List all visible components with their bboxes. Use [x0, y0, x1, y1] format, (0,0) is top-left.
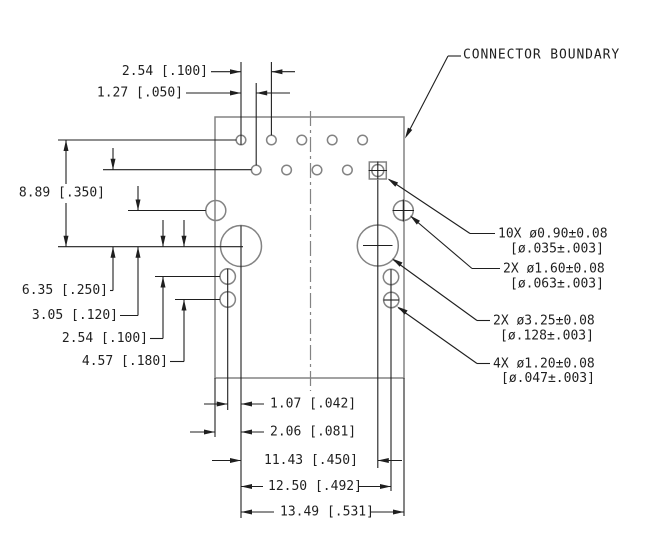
dim-row1-to-post: 8.89 [.350]	[19, 140, 105, 247]
arrowhead	[241, 429, 252, 435]
arrowhead	[110, 158, 116, 170]
leader-line	[388, 179, 471, 234]
callout-connector-boundary: CONNECTOR BOUNDARY	[405, 48, 620, 139]
dim-row-offset: 1.27 [.050]	[97, 86, 290, 101]
dim-edge-to-post: 2.06 [.081]	[190, 425, 356, 440]
dim-label-pin-pitch: 2.54 [.100]	[122, 64, 208, 79]
dim-pin-pitch: 2.54 [.100]	[122, 64, 295, 79]
pin-hole	[265, 134, 277, 146]
arrowhead	[380, 484, 391, 489]
arrowhead	[63, 140, 69, 151]
pin-hole	[311, 164, 323, 176]
connector-boundary-label: CONNECTOR BOUNDARY	[463, 48, 620, 63]
dim-label-row-offset: 1.27 [.050]	[97, 86, 183, 101]
arrowhead	[181, 235, 187, 247]
arrowhead	[216, 401, 228, 407]
dim-post-spacing: 11.43 [.450]	[212, 453, 402, 468]
center-marks	[363, 161, 414, 301]
post-holes-label-line2: [ø.128±.003]	[500, 329, 594, 344]
pin-holes-label-line1: 10X ø0.90±0.08	[498, 227, 608, 242]
dim-label-edge-to-post: 2.06 [.081]	[270, 425, 356, 440]
connector-geometry	[205, 111, 415, 391]
callout-pin-holes: 10X ø0.90±0.08 [ø.035±.003]	[387, 178, 608, 257]
arrowhead	[397, 306, 408, 315]
arrowhead	[271, 69, 283, 75]
leader-line	[406, 55, 449, 136]
dim-label-row1-to-post: 8.89 [.350]	[19, 186, 105, 201]
callout-shield-holes: 2X ø1.60±0.08 [ø.063±.003]	[410, 215, 605, 292]
post-holes-label-line1: 2X ø3.25±0.08	[493, 314, 595, 329]
arrowhead	[410, 215, 420, 225]
dim-label-post-to-right-edge: 13.49 [.531]	[280, 505, 374, 520]
leader-line	[398, 307, 478, 364]
led-holes-label-line1: 4X ø1.20±0.08	[493, 357, 595, 372]
shield-holes-label-line1: 2X ø1.60±0.08	[503, 262, 605, 277]
arrowhead	[160, 276, 166, 288]
dim-label-post-to-led-upper: 2.54 [.100]	[62, 331, 148, 346]
dim-label-post-to-led-lower: 4.57 [.180]	[82, 354, 168, 369]
arrowhead	[241, 401, 252, 407]
dim-led-col-to-post: 1.07 [.042]	[204, 397, 356, 412]
extension-lines	[58, 62, 405, 518]
dim-post-to-right-led-col: 12.50 [.492]	[241, 479, 391, 494]
arrowhead	[230, 458, 241, 463]
arrowhead	[181, 299, 187, 311]
led-holes-label-line2: [ø.047±.003]	[501, 371, 595, 386]
pin-holes-label-line2: [ø.035±.003]	[510, 242, 604, 257]
pin-hole	[326, 134, 338, 146]
leader-line	[393, 259, 478, 321]
arrowhead	[393, 509, 404, 515]
arrowhead	[405, 127, 413, 139]
leader-line	[411, 216, 473, 269]
dim-post-to-led-lower: 4.57 [.180]	[82, 220, 187, 369]
connector-boundary-outline	[214, 116, 405, 379]
arrowhead	[230, 90, 241, 96]
callout-led-holes: 4X ø1.20±0.08 [ø.047±.003]	[397, 306, 595, 386]
dim-post-to-led-upper: 2.54 [.100]	[62, 220, 166, 346]
arrowhead	[241, 484, 252, 489]
pin-hole	[296, 134, 308, 146]
arrowhead	[256, 90, 268, 96]
arrowhead	[387, 178, 399, 187]
arrowhead	[230, 69, 241, 75]
arrowhead	[63, 235, 69, 247]
pin-hole	[250, 164, 262, 176]
arrowhead	[110, 246, 116, 258]
pin-hole	[357, 134, 369, 146]
dim-shield-to-post: 3.05 [.120]	[32, 186, 141, 323]
arrowhead	[392, 258, 403, 267]
arrowhead	[135, 246, 141, 258]
dim-label-row2-to-post: 6.35 [.250]	[22, 283, 108, 298]
dim-label-post-spacing: 11.43 [.450]	[264, 453, 358, 468]
pin-hole	[341, 164, 353, 176]
callout-post-holes: 2X ø3.25±0.08 [ø.128±.003]	[392, 258, 595, 344]
dim-label-post-to-right-led-col: 12.50 [.492]	[268, 479, 362, 494]
dim-label-led-col-to-post: 1.07 [.042]	[270, 397, 356, 412]
pin-hole	[281, 164, 293, 176]
shield-hole-left	[205, 199, 227, 222]
arrowhead	[377, 458, 389, 463]
arrowhead	[135, 199, 141, 211]
arrowhead	[204, 429, 215, 435]
dim-label-shield-to-post: 3.05 [.120]	[32, 308, 118, 323]
shield-holes-label-line2: [ø.063±.003]	[510, 277, 604, 292]
arrowhead	[241, 509, 252, 515]
dim-post-to-right-edge: 13.49 [.531]	[241, 505, 404, 520]
dim-row2-to-post: 6.35 [.250]	[22, 148, 116, 298]
arrowhead	[160, 235, 166, 247]
